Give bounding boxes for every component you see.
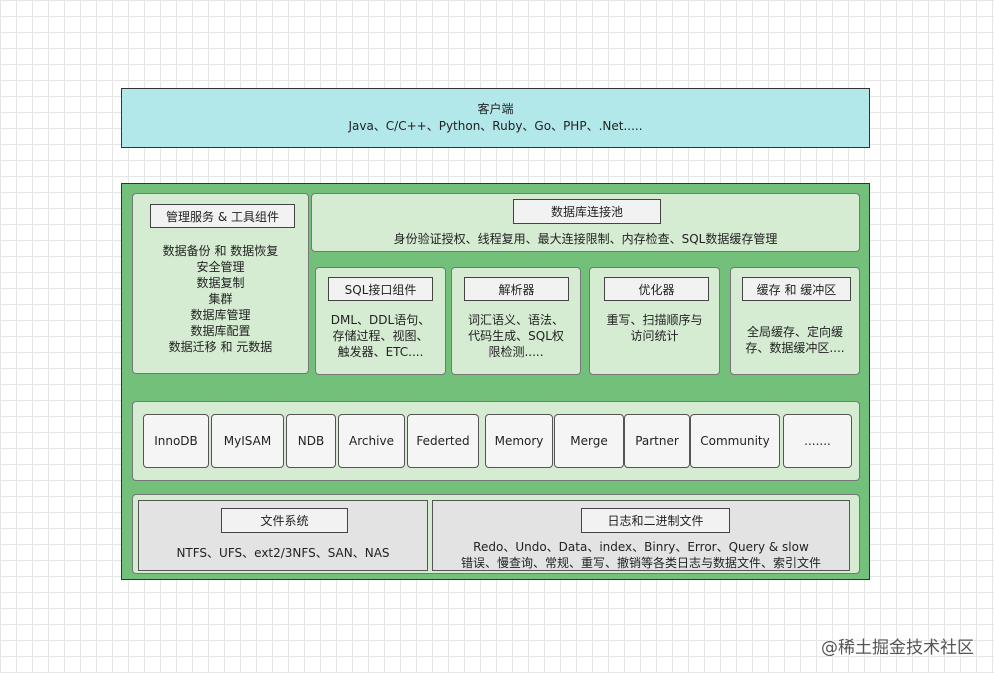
engine-partner: Partner [624,414,690,468]
parser-line: 词汇语义、语法、 [467,313,564,327]
engine-archive: Archive [338,414,405,468]
connection-pool-desc: 身份验证授权、线程复用、最大连接限制、内存检查、SQL数据缓存管理 [393,232,778,246]
logs-line: Redo、Undo、Data、index、Binry、Error、Query &… [473,540,809,554]
connection-pool-panel: 数据库连接池 身份验证授权、线程复用、最大连接限制、内存检查、SQL数据缓存管理 [311,193,860,252]
watermark: @稀土掘金技术社区 [821,638,974,658]
sql-interface-title: SQL接口组件 [328,277,433,301]
filesystem-panel: 文件系统 NTFS、UFS、ext2/3NFS、SAN、NAS [138,500,428,571]
sql-interface-desc: DML、DDL语句、 存储过程、视图、 触发器、ETC.... [316,312,445,360]
management-item: 集群 [208,292,233,306]
management-item: 数据复制 [196,276,245,290]
management-item: 数据迁移 和 元数据 [168,340,273,354]
parser-line: 代码生成、SQL权 [468,329,564,343]
optimizer-desc: 重写、扫描顺序与 访问统计 [590,312,719,344]
management-item: 数据库配置 [190,324,251,338]
management-title: 管理服务 & 工具组件 [150,204,295,228]
logs-desc: Redo、Undo、Data、index、Binry、Error、Query &… [433,539,849,571]
engine-ndb: NDB [286,414,336,468]
engine-memory: Memory [485,414,553,468]
connection-pool-title: 数据库连接池 [513,199,661,224]
cache-title: 缓存 和 缓冲区 [742,277,851,301]
cache-line: 存、数据缓冲区.... [745,341,845,355]
management-item: 数据备份 和 数据恢复 [162,244,279,258]
logs-panel: 日志和二进制文件 Redo、Undo、Data、index、Binry、Erro… [432,500,850,571]
parser-panel: 解析器 词汇语义、语法、 代码生成、SQL权 限检测..... [451,267,581,375]
management-items: 数据备份 和 数据恢复 安全管理 数据复制 集群 数据库管理 数据库配置 数据迁… [133,243,308,355]
server-container: 管理服务 & 工具组件 数据备份 和 数据恢复 安全管理 数据复制 集群 数据库… [121,183,870,580]
management-item: 数据库管理 [190,308,251,322]
engine-community: Community [690,414,780,468]
logs-title: 日志和二进制文件 [581,508,730,533]
engine-merge: Merge [554,414,624,468]
optimizer-panel: 优化器 重写、扫描顺序与 访问统计 [589,267,720,375]
parser-line: 限检测..... [488,345,544,359]
optimizer-line: 访问统计 [630,329,679,343]
engine-myisam: MyISAM [211,414,284,468]
sql-interface-line: 存储过程、视图、 [332,329,429,343]
parser-desc: 词汇语义、语法、 代码生成、SQL权 限检测..... [452,312,580,360]
logs-line: 错误、慢查询、常规、重写、撤销等各类日志与数据文件、索引文件 [460,556,821,570]
parser-title: 解析器 [464,277,569,301]
management-panel: 管理服务 & 工具组件 数据备份 和 数据恢复 安全管理 数据复制 集群 数据库… [132,193,309,374]
optimizer-line: 重写、扫描顺序与 [606,313,703,327]
optimizer-title: 优化器 [604,277,709,301]
sql-interface-line: DML、DDL语句、 [330,313,431,327]
sql-interface-panel: SQL接口组件 DML、DDL语句、 存储过程、视图、 触发器、ETC.... [315,267,446,375]
cache-panel: 缓存 和 缓冲区 全局缓存、定向缓 存、数据缓冲区.... [730,267,860,375]
cache-line: 全局缓存、定向缓 [746,325,843,339]
client-box: 客户端 Java、C/C++、Python、Ruby、Go、PHP、.Net..… [121,88,870,148]
sql-interface-line: 触发器、ETC.... [337,345,424,359]
filesystem-desc: NTFS、UFS、ext2/3NFS、SAN、NAS [176,546,390,560]
client-languages: Java、C/C++、Python、Ruby、Go、PHP、.Net..... [348,119,643,133]
storage-layer-panel: 文件系统 NTFS、UFS、ext2/3NFS、SAN、NAS 日志和二进制文件… [132,494,860,574]
cache-desc: 全局缓存、定向缓 存、数据缓冲区.... [731,324,859,356]
filesystem-title: 文件系统 [221,508,348,533]
engine-federted: Federted [407,414,479,468]
client-title: 客户端 [477,102,514,116]
management-item: 安全管理 [196,260,245,274]
engine-innodb: InnoDB [143,414,209,468]
storage-engines-panel: InnoDB MyISAM NDB Archive Federted Memor… [132,401,860,481]
engine-more: ....... [783,414,852,468]
